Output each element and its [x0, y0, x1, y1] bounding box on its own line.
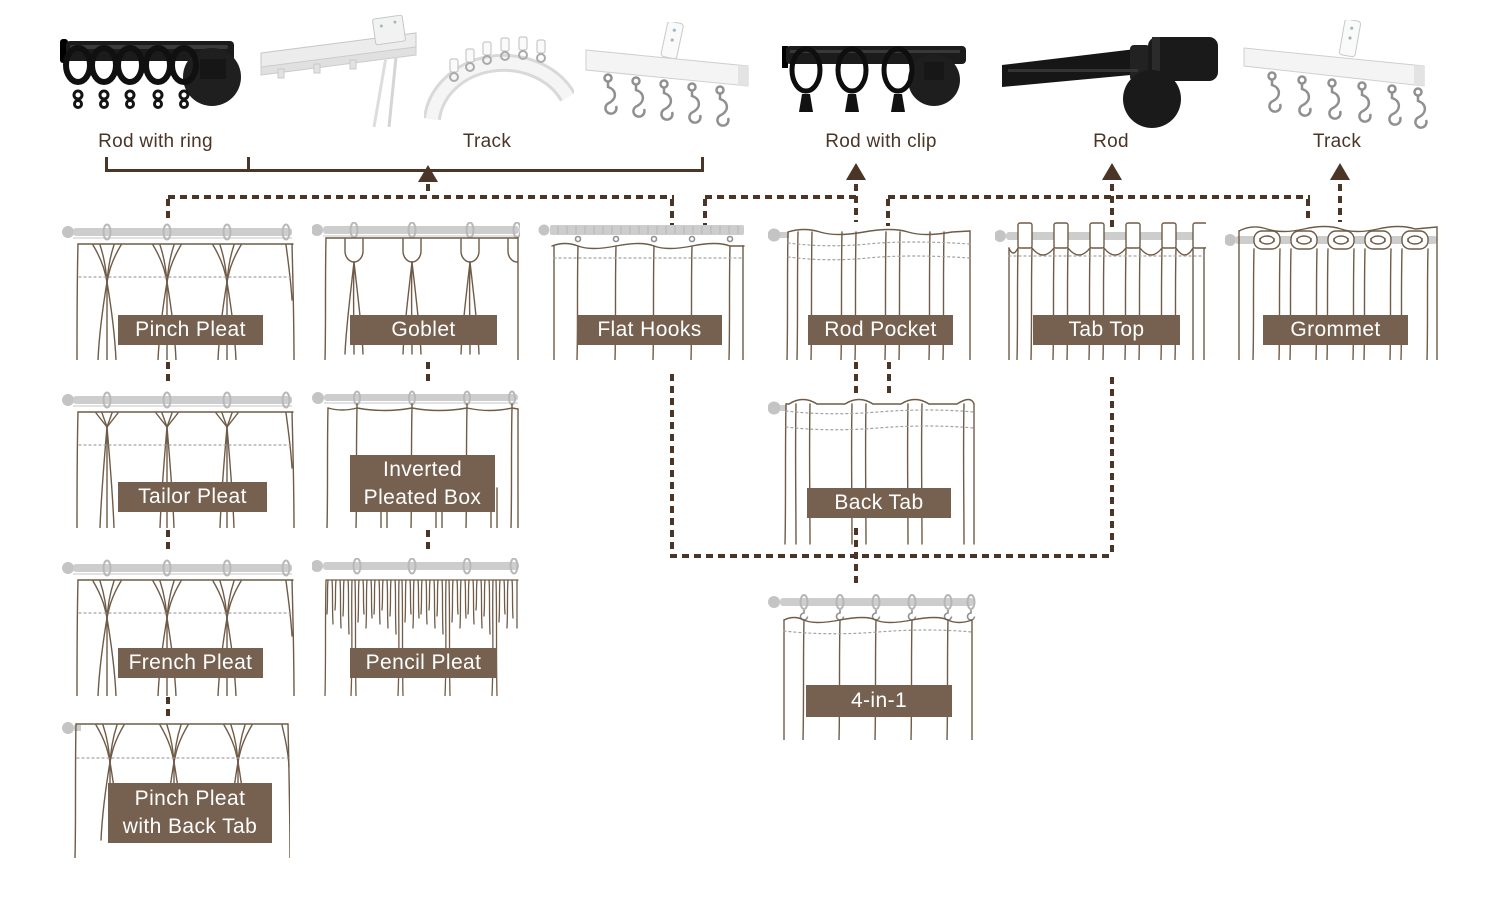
tab-top-tile: Tab Top: [995, 222, 1206, 360]
connector-rod-tabtop: [1110, 184, 1114, 228]
rod-pocket-label: Rod Pocket: [808, 315, 953, 345]
connector-lineC: [888, 195, 1310, 199]
pencil-pleat-label: Pencil Pleat: [350, 648, 497, 678]
four-in-one-label: 4-in-1: [806, 685, 952, 717]
grommet-tile: Grommet: [1225, 222, 1439, 360]
pinch-pleat-tile: Pinch Pleat: [62, 222, 295, 360]
pencil-pleat-tile: Pencil Pleat: [312, 558, 520, 696]
up-arrow-track: [1330, 163, 1350, 180]
flat-hooks-tile: Flat Hooks: [538, 222, 746, 360]
flat-hooks-label: Flat Hooks: [577, 315, 722, 345]
rod-label: Rod: [1093, 131, 1129, 152]
connector-rodclip-rodpocket: [854, 184, 858, 222]
rod-with-ring-label: Rod with ring: [98, 131, 213, 152]
connector-rodpocket-backtab-1: [854, 362, 858, 394]
up-arrow-rod-with-clip: [846, 163, 866, 180]
connector-lineA-flathooks: [670, 199, 674, 229]
goblet-label: Goblet: [350, 315, 497, 345]
connector-french-pinchbacktab: [166, 697, 170, 716]
goblet-tile: Goblet: [312, 222, 520, 360]
french-pleat-tile: French Pleat: [62, 558, 295, 696]
pinch-pleat-with-back-tab-tile: Pinch Pleat with Back Tab: [62, 720, 290, 858]
connector-rodpocket-backtab-2: [887, 362, 891, 394]
rod-pocket-tile: Rod Pocket: [768, 222, 976, 360]
connector-flathooks-4in1: [670, 374, 674, 556]
tab-top-label: Tab Top: [1033, 315, 1180, 345]
back-tab-label: Back Tab: [807, 488, 951, 518]
connector-inverted-pencil: [426, 530, 430, 551]
connector-track-grommet: [1338, 184, 1342, 222]
rod-with-ring-image: [60, 39, 241, 109]
french-pleat-label: French Pleat: [118, 648, 263, 678]
track-with-hooks-image-2: [1243, 20, 1428, 129]
rod-with-clip-image: [782, 46, 966, 112]
connector-4in1-horizontal: [670, 554, 1114, 558]
connector-tabtop-4in1: [1110, 377, 1114, 556]
track-label: Track: [1312, 131, 1362, 152]
connector-lineB: [705, 195, 858, 199]
tailor-pleat-tile: Tailor Pleat: [62, 390, 295, 528]
tailor-pleat-label: Tailor Pleat: [118, 482, 267, 512]
grommet-label: Grommet: [1263, 315, 1408, 345]
connector-arrow1-stub: [426, 184, 430, 195]
bracket-tick: [247, 157, 250, 169]
track-curved-image: [424, 36, 574, 121]
track-straight-image: [260, 15, 417, 128]
connector-goblet-inverted: [426, 362, 430, 384]
back-tab-tile: Back Tab: [768, 392, 976, 554]
connector-backtab-4in1: [854, 528, 858, 588]
connector-lineA-pinchpleat: [166, 199, 170, 223]
pinch-pleat-label: Pinch Pleat: [118, 315, 263, 345]
connector-lineA: [168, 195, 674, 199]
rod-with-clip-label: Rod with clip: [825, 131, 937, 152]
inverted-pleated-box-label: Inverted Pleated Box: [350, 455, 495, 512]
pinch-pleat-with-back-tab-label: Pinch Pleat with Back Tab: [108, 783, 272, 843]
up-arrow-rod-ring-track: [418, 165, 438, 182]
up-arrow-rod: [1102, 163, 1122, 180]
connector-lineC-grommet: [1306, 199, 1310, 223]
rod-image: [1002, 37, 1218, 128]
rod-ring-track-bracket: [105, 157, 704, 172]
connector-lineB-flathooks: [703, 199, 707, 229]
inverted-pleated-box-tile: Inverted Pleated Box: [312, 390, 520, 528]
track-group-label: Track: [462, 131, 512, 152]
track-with-hooks-image: [585, 22, 749, 127]
connector-pinch-tailor: [166, 362, 170, 384]
four-in-one-tile: 4-in-1: [768, 590, 976, 740]
connector-tailor-french: [166, 530, 170, 551]
connector-lineC-rodpocket: [886, 199, 890, 226]
